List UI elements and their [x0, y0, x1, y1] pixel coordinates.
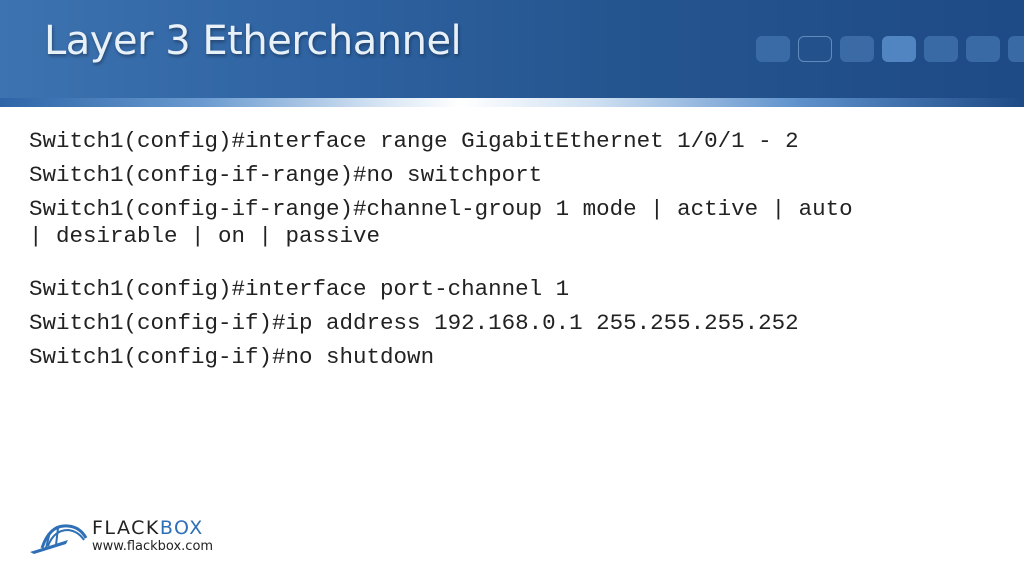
cli-commands: Switch1(config)#interface range GigabitE…	[29, 128, 853, 378]
tile-icon	[756, 36, 790, 62]
flackbox-logo: FLACKBOX www.flackbox.com	[28, 518, 213, 558]
tile-icon	[924, 36, 958, 62]
cli-line: Switch1(config-if-range)#channel-group 1…	[29, 196, 853, 249]
cli-line: Switch1(config)#interface range GigabitE…	[29, 128, 799, 154]
slide-title: Layer 3 Etherchannel	[44, 18, 462, 64]
brand-name-accent: BOX	[159, 517, 204, 539]
tile-icon	[882, 36, 916, 62]
bridge-logo-icon	[30, 524, 88, 554]
slide-header: Layer 3 Etherchannel	[0, 0, 1024, 106]
cli-line: Switch1(config-if-range)#no switchport	[29, 162, 543, 188]
tile-icon	[1008, 36, 1024, 62]
brand-url: www.flackbox.com	[92, 539, 214, 554]
decorative-tiles	[756, 36, 1024, 62]
cli-line: Switch1(config-if)#no shutdown	[29, 344, 435, 370]
brand-name: FLACK	[92, 517, 160, 539]
header-divider	[0, 98, 1024, 107]
tile-icon	[798, 36, 832, 62]
cli-line: Switch1(config-if)#ip address 192.168.0.…	[29, 310, 799, 336]
tile-icon	[840, 36, 874, 62]
tile-icon	[966, 36, 1000, 62]
cli-line: Switch1(config)#interface port-channel 1	[29, 276, 570, 302]
